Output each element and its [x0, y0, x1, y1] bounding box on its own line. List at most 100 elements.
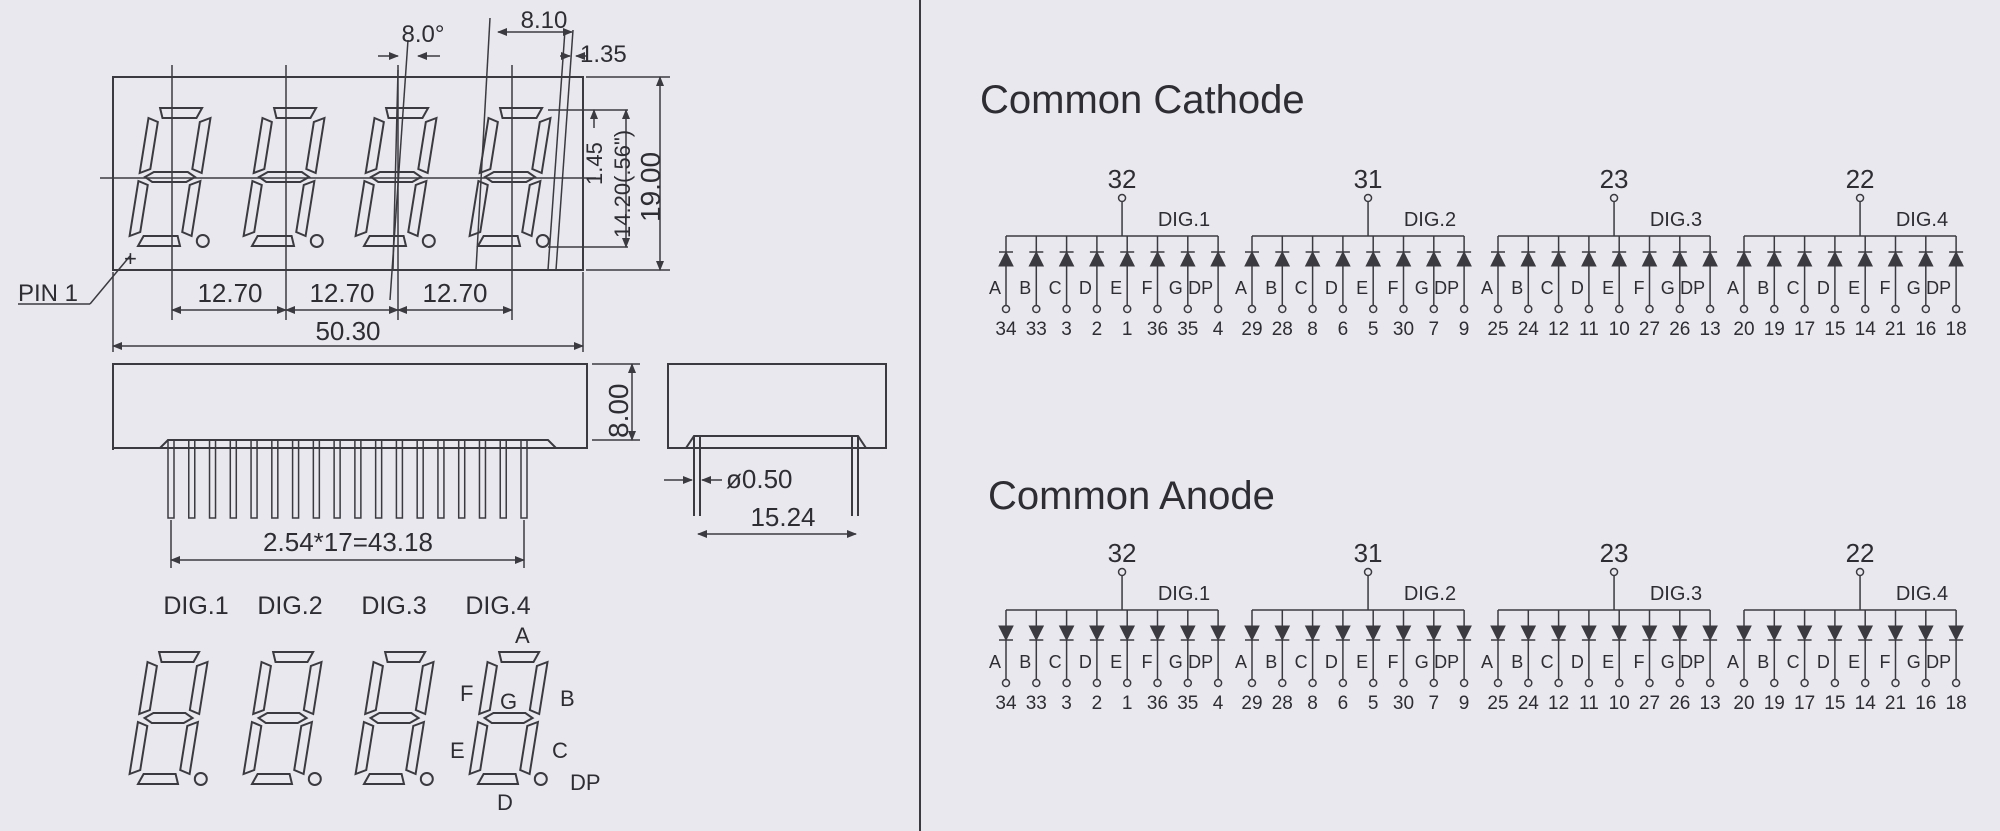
segment-a [383, 651, 427, 663]
segment-c [295, 179, 316, 238]
cathode-segment-label: A [989, 278, 1001, 298]
cathode-led-diode [1274, 250, 1291, 267]
anode-segment-label: C [1295, 652, 1308, 672]
segment-c [293, 720, 314, 776]
segment-e [128, 179, 149, 238]
cathode-pin-number: 6 [1338, 319, 1349, 340]
segment-b [305, 116, 326, 175]
anode-led-diode [1395, 625, 1412, 642]
cathode-segment-label: E [1356, 278, 1368, 298]
anode-segment-label: G [1661, 652, 1675, 672]
cathode-digit-label-1: DIG.1 [1158, 209, 1210, 231]
cathode-segment-label: B [1265, 278, 1277, 298]
cathode-pin-number: 21 [1885, 319, 1906, 340]
anode-common-pin-1: 32 [1108, 538, 1137, 568]
side-pin [437, 439, 445, 519]
cathode-led-diode [998, 250, 1014, 267]
cathode-common-pin-terminal [1117, 193, 1127, 203]
segment-d [476, 235, 522, 247]
anode-pin-terminal [1429, 678, 1439, 688]
anode-pin-terminal [1645, 678, 1654, 688]
dim-pitch-2-label: 12.70 [309, 278, 374, 308]
cathode-pin-number: 8 [1307, 319, 1318, 340]
segment-label-d: D [497, 790, 513, 815]
cathode-pin-number: 19 [1764, 319, 1785, 340]
cathode-segment-label: D [1817, 278, 1830, 298]
cathode-pin-number: 7 [1429, 319, 1440, 340]
anode-led-diode [1210, 625, 1226, 642]
segment-g [368, 712, 421, 724]
anode-common-pin-4: 22 [1846, 538, 1875, 568]
side-pin [167, 439, 175, 519]
dim-pitch-1-label: 12.70 [197, 278, 262, 308]
cathode-pin-number: 3 [1061, 319, 1072, 340]
anode-pin-terminal [1213, 678, 1223, 688]
segment-g [143, 171, 197, 183]
segment-dp [533, 772, 548, 786]
anode-segment-label: D [1817, 652, 1830, 672]
segment-d [250, 773, 294, 785]
segment-label-c: C [552, 738, 568, 763]
cathode-segment-label: B [1511, 278, 1523, 298]
dim-pin-span-label: 2.54*17=43.18 [263, 527, 433, 557]
anode-segment-label: E [1110, 652, 1122, 672]
cathode-pin-terminal [1675, 304, 1685, 314]
anode-led-diode [1490, 625, 1506, 642]
segment-map: DIG.1 DIG.2 DIG.3 DIG.4 A B C D E F G DP [128, 592, 601, 815]
anode-segment-label: DP [1680, 652, 1705, 672]
cathode-led-diode [1581, 250, 1597, 267]
anode-pin-terminal [1860, 678, 1870, 688]
cathode-pin-terminal [1153, 304, 1162, 314]
cathode-led-diode [1058, 250, 1075, 267]
cathode-led-diode [1766, 250, 1783, 267]
end-body-outline [667, 363, 887, 449]
cathode-led-diode [1827, 250, 1843, 267]
anode-led-diode [998, 625, 1014, 642]
cathode-common-pin-terminal [1855, 193, 1865, 203]
anode-pin-number: 1 [1122, 693, 1133, 714]
side-view: 8.00 2.54*17=43.18 [112, 363, 640, 568]
anode-segment-label: F [1142, 652, 1153, 672]
cathode-pin-terminal [1524, 304, 1533, 314]
anode-pin-terminal [1153, 678, 1162, 688]
anode-segment-label: B [1511, 652, 1523, 672]
anode-common-pin-2: 31 [1354, 538, 1383, 568]
anode-led-diode [1456, 625, 1472, 642]
anode-segment-label: F [1388, 652, 1399, 672]
cathode-segment-label: F [1634, 278, 1645, 298]
segment-label-dp: DP [570, 770, 601, 795]
anode-segment-label: B [1265, 652, 1277, 672]
anode-digit-label-2: DIG.2 [1404, 583, 1456, 605]
cathode-segment-label: B [1019, 278, 1031, 298]
side-pin [333, 439, 341, 519]
front-digit-2 [242, 107, 326, 248]
cathode-pin-terminal [1092, 304, 1102, 314]
cathode-segment-label: A [1727, 278, 1739, 298]
anode-pin-terminal [1951, 678, 1961, 688]
anode-pin-terminal [1399, 678, 1408, 688]
cathode-segment-label: DP [1926, 278, 1951, 298]
anode-led-diode [1520, 625, 1537, 642]
anode-pin-number: 33 [1026, 693, 1047, 714]
anode-pin-number: 10 [1609, 693, 1630, 714]
cathode-segment-label: C [1295, 278, 1308, 298]
end-view: ø0.50 15.24 [664, 363, 887, 538]
cathode-segment-label: A [1235, 278, 1247, 298]
cathode-pin-terminal [1770, 304, 1779, 314]
dim-1420-label: 14.20(.56") [610, 130, 635, 238]
cathode-pin-terminal [1459, 304, 1469, 314]
anode-pin-number: 28 [1272, 693, 1293, 714]
cathode-led-diode [1304, 250, 1321, 267]
anode-pin-number: 12 [1548, 693, 1569, 714]
anode-pin-number: 26 [1669, 693, 1690, 714]
cathode-segment-label: C [1049, 278, 1062, 298]
segment-dp [535, 234, 550, 248]
cathode-led-diode [1179, 250, 1196, 267]
anode-segment-label: DP [1434, 652, 1459, 672]
segment-label-b: B [560, 686, 575, 711]
